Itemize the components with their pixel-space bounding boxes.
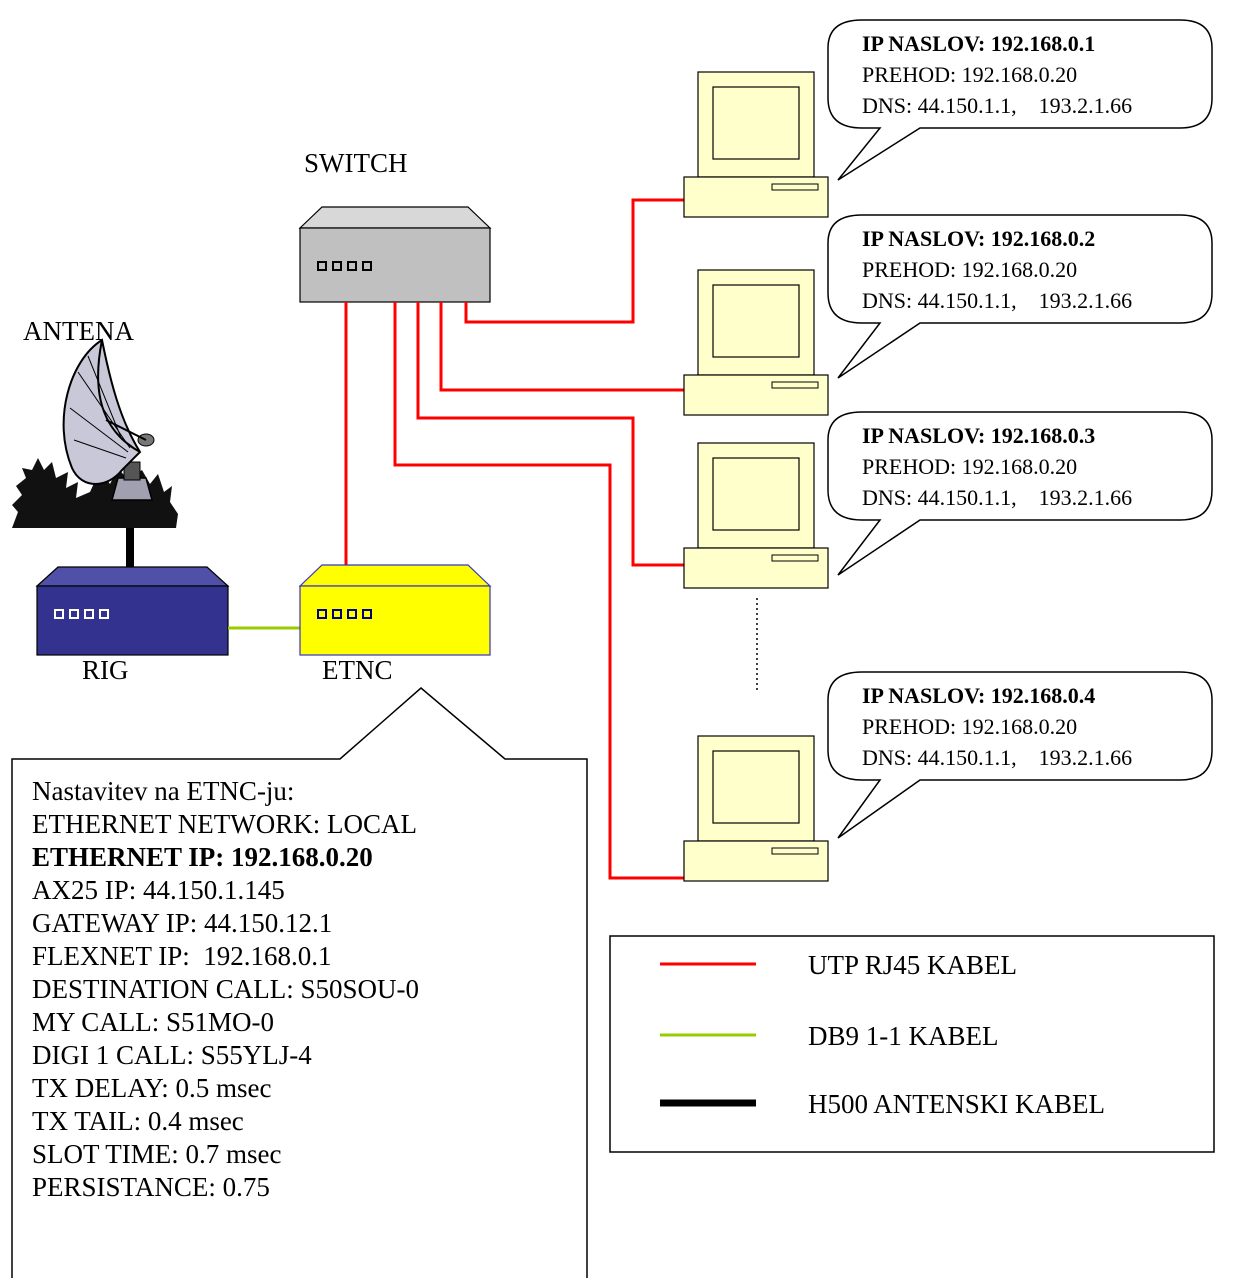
callout-text-3: IP NASLOV: 192.168.0.3 PREHOD: 192.168.0…	[862, 420, 1132, 513]
etnc-settings-callout	[11, 687, 588, 1278]
ip-address: IP NASLOV: 192.168.0.2	[862, 226, 1096, 251]
utp-cables	[344, 198, 684, 880]
antenna-icon	[12, 338, 178, 528]
setting-line: ETHERNET NETWORK: LOCAL	[32, 809, 417, 839]
switch-label: SWITCH	[304, 148, 408, 178]
callout-text-2: IP NASLOV: 192.168.0.2 PREHOD: 192.168.0…	[862, 223, 1132, 316]
setting-line: GATEWAY IP: 44.150.12.1	[32, 908, 333, 938]
ip-address: IP NASLOV: 192.168.0.1	[862, 31, 1096, 56]
gateway: PREHOD: 192.168.0.20	[862, 714, 1078, 739]
callout-bubble-2	[827, 214, 1213, 379]
rig-device	[35, 566, 230, 656]
computer-icon-4	[683, 735, 829, 882]
setting-line: FLEXNET IP: 192.168.0.1	[32, 941, 332, 971]
legend-label-h500: H500 ANTENSKI KABEL	[808, 1089, 1105, 1119]
ip-address: IP NASLOV: 192.168.0.3	[862, 423, 1096, 448]
setting-line: DESTINATION CALL: S50SOU-0	[32, 974, 419, 1004]
dns: DNS: 44.150.1.1, 193.2.1.66	[862, 745, 1133, 770]
setting-line: AX25 IP: 44.150.1.145	[32, 875, 285, 905]
settings-title: Nastavitev na ETNC-ju:	[32, 776, 295, 806]
computer-icon-2	[683, 269, 829, 416]
rig-label: RIG	[82, 655, 129, 685]
legend-label-utp: UTP RJ45 KABEL	[808, 950, 1018, 980]
gateway: PREHOD: 192.168.0.20	[862, 454, 1078, 479]
etnc-settings-text: Nastavitev na ETNC-ju: ETHERNET NETWORK:…	[32, 775, 419, 1204]
legend-box	[609, 935, 1215, 1153]
dns: DNS: 44.150.1.1, 193.2.1.66	[862, 288, 1133, 313]
setting-line: TX TAIL: 0.4 msec	[32, 1106, 244, 1136]
legend-label-db9: DB9 1-1 KABEL	[808, 1021, 999, 1051]
gateway: PREHOD: 192.168.0.20	[862, 62, 1078, 87]
gateway: PREHOD: 192.168.0.20	[862, 257, 1078, 282]
setting-line: PERSISTANCE: 0.75	[32, 1172, 270, 1202]
setting-line: ETHERNET IP: 192.168.0.20	[32, 842, 373, 872]
callout-bubble-3	[827, 411, 1213, 576]
computer-icon-1	[683, 71, 829, 218]
callout-bubble-1	[827, 19, 1213, 181]
callout-text-4: IP NASLOV: 192.168.0.4 PREHOD: 192.168.0…	[862, 680, 1132, 773]
dns: DNS: 44.150.1.1, 193.2.1.66	[862, 93, 1133, 118]
callout-bubble-4	[827, 671, 1213, 839]
setting-line: TX DELAY: 0.5 msec	[32, 1073, 272, 1103]
computer-icon-3	[683, 442, 829, 589]
dns: DNS: 44.150.1.1, 193.2.1.66	[862, 485, 1133, 510]
callout-text-1: IP NASLOV: 192.168.0.1 PREHOD: 192.168.0…	[862, 28, 1132, 121]
etnc-device	[298, 564, 492, 656]
setting-line: SLOT TIME: 0.7 msec	[32, 1139, 282, 1169]
setting-line: MY CALL: S51MO-0	[32, 1007, 275, 1037]
switch-device	[298, 206, 492, 303]
antenna-label: ANTENA	[23, 316, 134, 346]
ip-address: IP NASLOV: 192.168.0.4	[862, 683, 1096, 708]
etnc-label: ETNC	[322, 655, 393, 685]
setting-line: DIGI 1 CALL: S55YLJ-4	[32, 1040, 312, 1070]
